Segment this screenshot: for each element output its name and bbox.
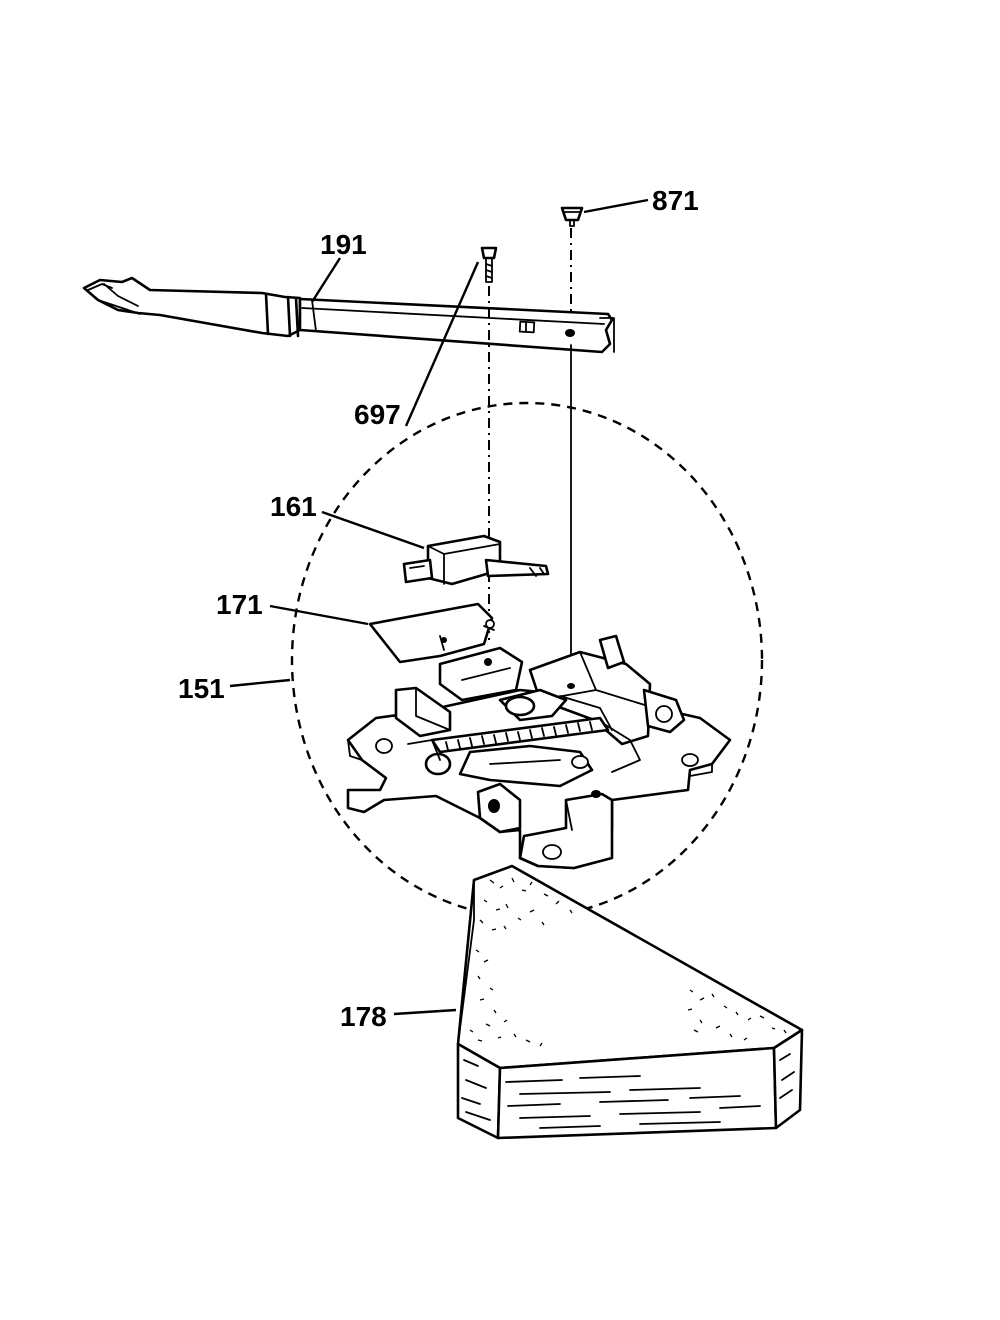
callout-151-label: 151 xyxy=(178,673,225,704)
callout-178-label: 178 xyxy=(340,1001,387,1032)
callout-161: 161 xyxy=(270,491,425,550)
part-697-screw[interactable] xyxy=(480,246,498,283)
insulation-speckle xyxy=(469,877,787,1047)
part-178-insulation[interactable] xyxy=(456,864,804,1140)
part-171-insulator[interactable] xyxy=(368,602,495,664)
callout-151: 151 xyxy=(178,673,291,704)
callout-171: 171 xyxy=(216,589,369,626)
callout-161-label: 161 xyxy=(270,491,317,522)
callout-697-label: 697 xyxy=(354,399,401,430)
part-871-screw[interactable] xyxy=(560,206,584,227)
callout-191: 191 xyxy=(310,229,367,303)
callout-178: 178 xyxy=(340,1001,457,1032)
callout-871: 871 xyxy=(583,185,699,216)
callout-171-label: 171 xyxy=(216,589,263,620)
insulation-hatching xyxy=(461,1053,795,1129)
callout-697: 697 xyxy=(354,261,480,430)
part-151-latch-assembly[interactable] xyxy=(346,634,732,870)
part-191-latch-handle[interactable] xyxy=(82,276,615,354)
callout-871-label: 871 xyxy=(652,185,699,216)
callout-191-label: 191 xyxy=(320,229,367,260)
part-161-switch[interactable] xyxy=(402,534,550,586)
